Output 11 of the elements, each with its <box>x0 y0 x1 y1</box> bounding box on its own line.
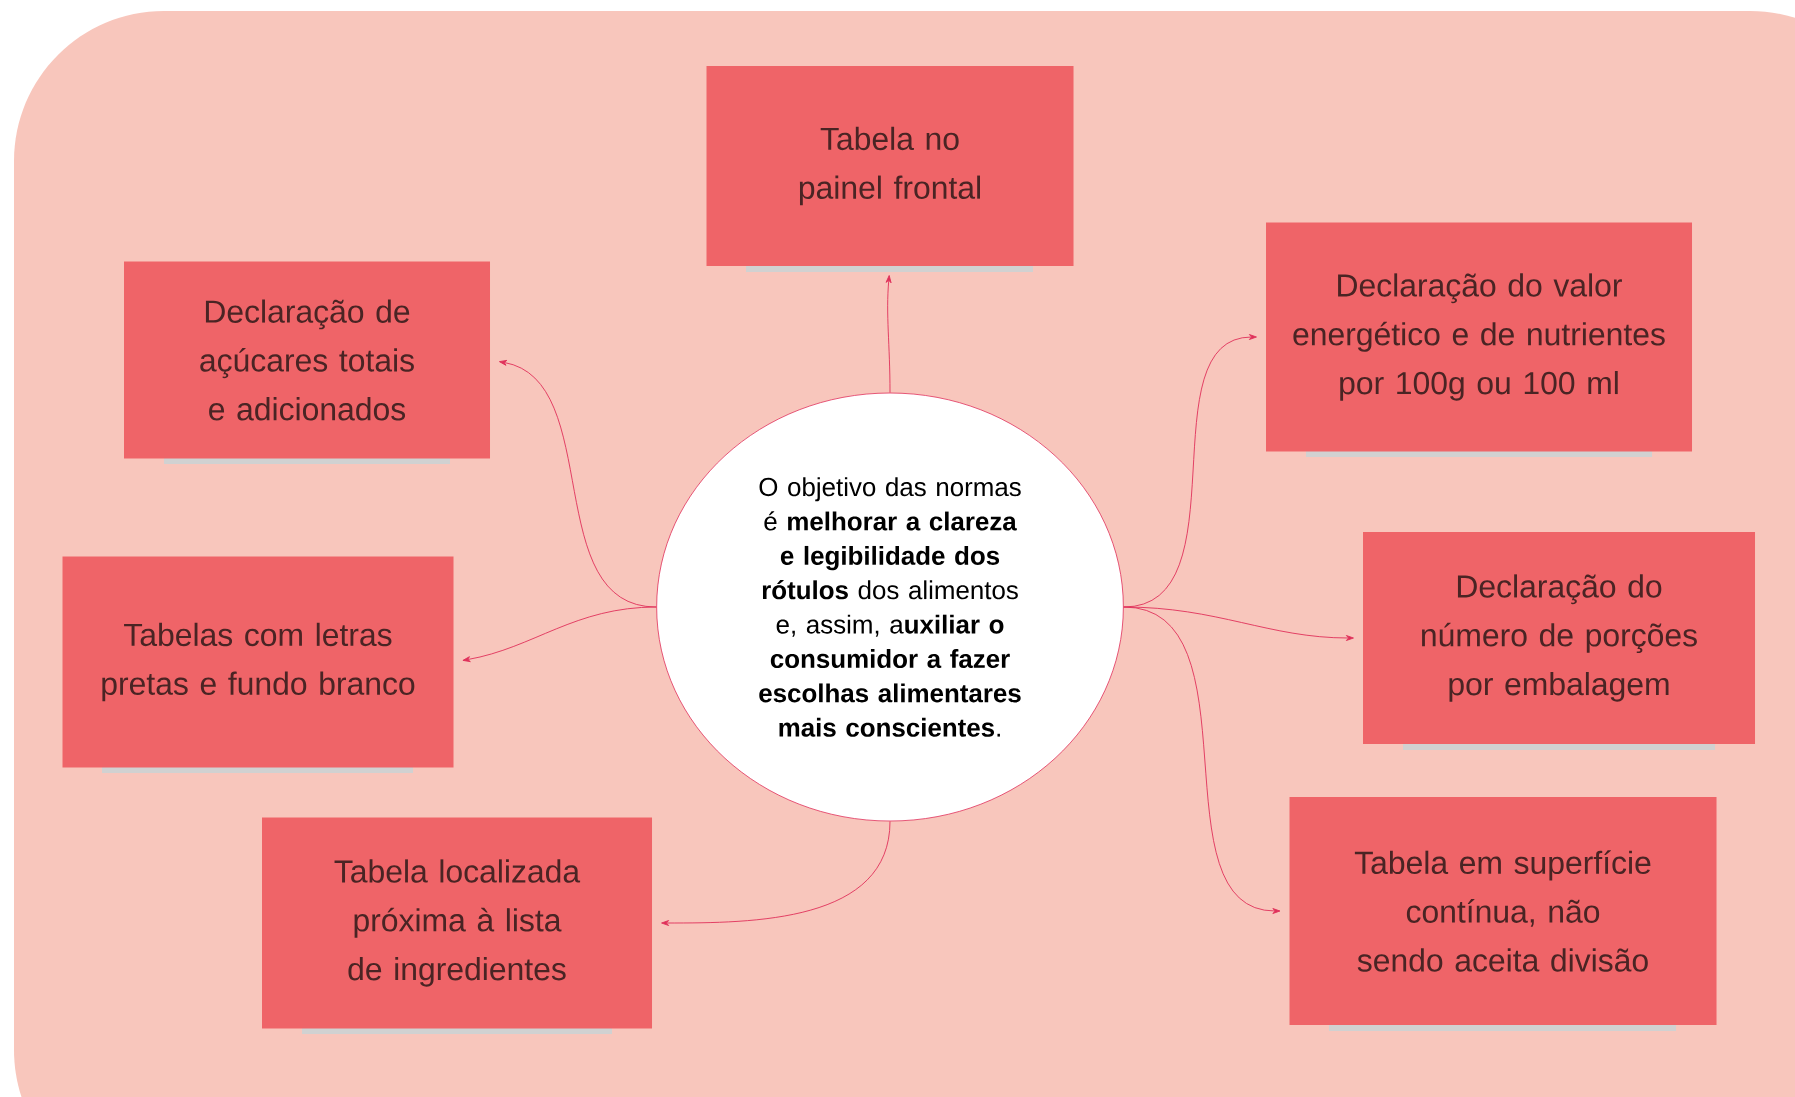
sticky-note: Tabelas com letras pretas e fundo branco <box>62 556 454 768</box>
sticky-note: Declaração de açúcares totais e adicionados <box>124 261 490 459</box>
sticky-note: Declaração do valor energético e de nutrientes por 100g ou 100 ml <box>1266 222 1692 452</box>
sticky-note: Tabela localizada próxima à lista de ingredientes <box>262 817 652 1029</box>
sticky-note: Declaração do número de porções por embalagem <box>1363 532 1755 744</box>
sticky-note: Tabela em superfície contínua, não sendo aceita divisão <box>1289 797 1717 1025</box>
arrow <box>885 275 892 394</box>
arrow <box>661 820 891 926</box>
arrow <box>1123 606 1281 914</box>
arrow <box>462 606 657 663</box>
sticky-note: Tabela no painel frontal <box>706 66 1074 266</box>
